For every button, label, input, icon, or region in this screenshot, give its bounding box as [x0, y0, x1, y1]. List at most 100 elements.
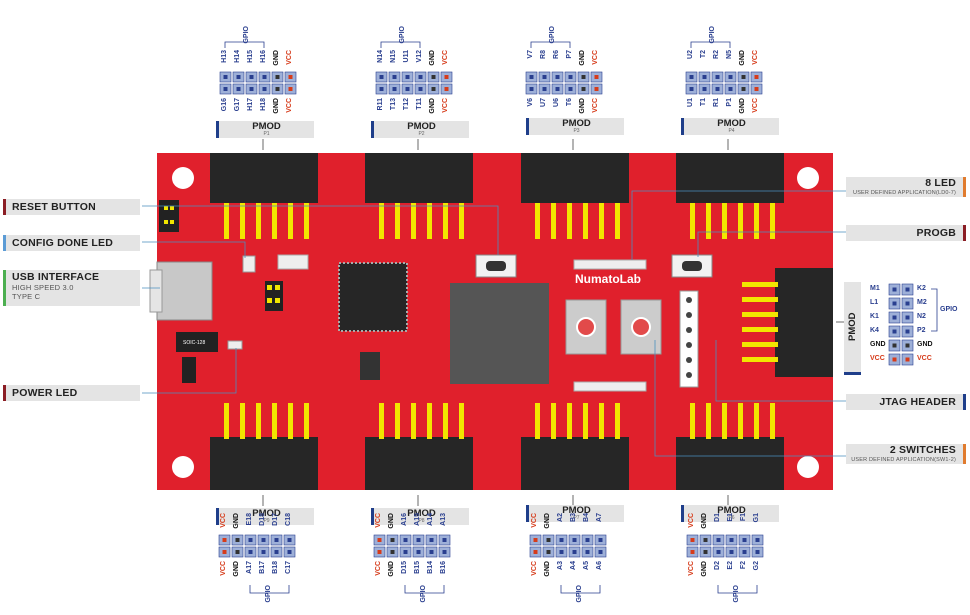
gpio-label: GPIO	[420, 585, 427, 603]
pin-label-n14: N14	[377, 50, 384, 63]
pin-label-vcc: VCC	[442, 50, 449, 65]
pin-label-p7: P7	[566, 50, 573, 59]
label-config-done-led: CONFIG DONE LED	[3, 235, 140, 251]
usb-c-connector	[156, 261, 213, 321]
pin-label-gnd: GND	[544, 561, 551, 577]
pin-label-vcc: VCC	[220, 513, 227, 528]
pin-label-k2: K2	[917, 285, 926, 292]
pin-label-b4: B4	[583, 513, 590, 522]
reset-button-header	[159, 200, 179, 232]
pin-label-t2: T2	[700, 50, 707, 59]
pin-label-gnd: GND	[429, 50, 436, 66]
pin-label-c18: C18	[285, 513, 292, 526]
pin-label-g1: G1	[753, 513, 760, 523]
pin-label-vcc: VCC	[286, 50, 293, 65]
leader-switches	[654, 340, 846, 457]
pmod-connector-p5	[775, 268, 833, 377]
pin-label-a7: A7	[596, 513, 603, 522]
pin-label-u2: U2	[687, 50, 694, 59]
mount-hole	[797, 456, 819, 478]
pin-label-a13: A13	[440, 513, 447, 526]
mount-hole	[797, 167, 819, 189]
power-led	[227, 340, 243, 350]
pin-label-v6: V6	[527, 98, 534, 107]
pin-label-n2: N2	[917, 313, 926, 320]
pin-label-r8: R8	[540, 50, 547, 59]
pin-label-h18: H18	[260, 98, 267, 111]
leader-jtag	[715, 340, 846, 402]
gpio-label: GPIO	[940, 306, 958, 313]
pin-label-d2: D2	[714, 561, 721, 570]
pin-label-t6: T6	[566, 98, 573, 107]
pin-label-vcc: VCC	[752, 50, 759, 65]
pmod-connector-bottom-2	[365, 437, 473, 490]
leader-led	[631, 190, 846, 260]
pin-label-a5: A5	[583, 561, 590, 570]
pin-label-gnd: GND	[739, 50, 746, 66]
pin-label-g16: G16	[221, 98, 228, 112]
pin-label-t12: T12	[403, 98, 410, 111]
config-done-led	[242, 255, 256, 273]
led-row-top	[573, 259, 647, 270]
label-usb-interface: USB INTERFACE HIGH SPEED 3.0 TYPE C	[3, 270, 140, 306]
pin-label-vcc: VCC	[688, 513, 695, 528]
pin-label-vcc: VCC	[531, 513, 538, 528]
pin-label-a17: A17	[246, 561, 253, 574]
pin-label-u6: U6	[553, 98, 560, 107]
pin-label-gnd: GND	[233, 561, 240, 577]
pin-label-v12: V12	[416, 50, 423, 63]
pin-label-m2: M2	[917, 299, 927, 306]
pin-label-gnd: GND	[273, 98, 280, 114]
gpio-label: GPIO	[265, 585, 272, 603]
pin-label-f2: F2	[740, 561, 747, 570]
leader-reset	[142, 205, 499, 255]
pin-label-a6: A6	[596, 561, 603, 570]
pin-label-vcc: VCC	[375, 513, 382, 528]
gpio-label: GPIO	[549, 26, 556, 44]
pin-label-gnd: GND	[429, 98, 436, 114]
pin-label-vcc: VCC	[917, 355, 932, 362]
pin-label-gnd: GND	[233, 513, 240, 529]
gpio-label: GPIO	[733, 585, 740, 603]
leader-power	[142, 348, 237, 394]
pin-label-h17: H17	[247, 98, 254, 111]
pin-label-n5: N5	[726, 50, 733, 59]
pin-label-a3: A3	[557, 561, 564, 570]
pin-label-p2: P2	[917, 327, 926, 334]
pin-label-h13: H13	[221, 50, 228, 63]
gpio-label: GPIO	[576, 585, 583, 603]
gpio-label: GPIO	[243, 26, 250, 44]
pin-label-h14: H14	[234, 50, 241, 63]
label-reset-button: RESET BUTTON	[3, 199, 140, 215]
pin-label-p1: P1	[726, 98, 733, 107]
leader-config	[142, 241, 246, 258]
pin-label-d15: D15	[401, 561, 408, 574]
pmod-connector-top-1	[210, 153, 318, 203]
pin-label-e2: E2	[727, 561, 734, 570]
pmod-connector-bottom-4	[676, 437, 784, 490]
pin-label-g17: G17	[234, 98, 241, 112]
pin-label-h15: H15	[247, 50, 254, 63]
pin-label-t13: T13	[390, 98, 397, 111]
pin-label-vcc: VCC	[688, 561, 695, 576]
pin-label-gnd: GND	[701, 561, 708, 577]
mount-hole	[172, 167, 194, 189]
leader-progb	[697, 231, 846, 257]
pmod-connector-top-3	[521, 153, 629, 203]
pin-label-vcc: VCC	[752, 98, 759, 113]
pin-label-vcc: VCC	[592, 98, 599, 113]
pmod-connector-top-4	[676, 153, 784, 203]
pin-label-b17: B17	[259, 561, 266, 574]
pmod-connector-bottom-3	[521, 437, 629, 490]
pmod-connector-top-2	[365, 153, 473, 203]
pin-label-d17: D17	[272, 513, 279, 526]
mount-hole	[172, 456, 194, 478]
pin-label-f1: F1	[740, 513, 747, 522]
label-jtag-header: JTAG HEADER	[846, 394, 966, 410]
numato-logo: NumatoLab	[575, 272, 641, 286]
